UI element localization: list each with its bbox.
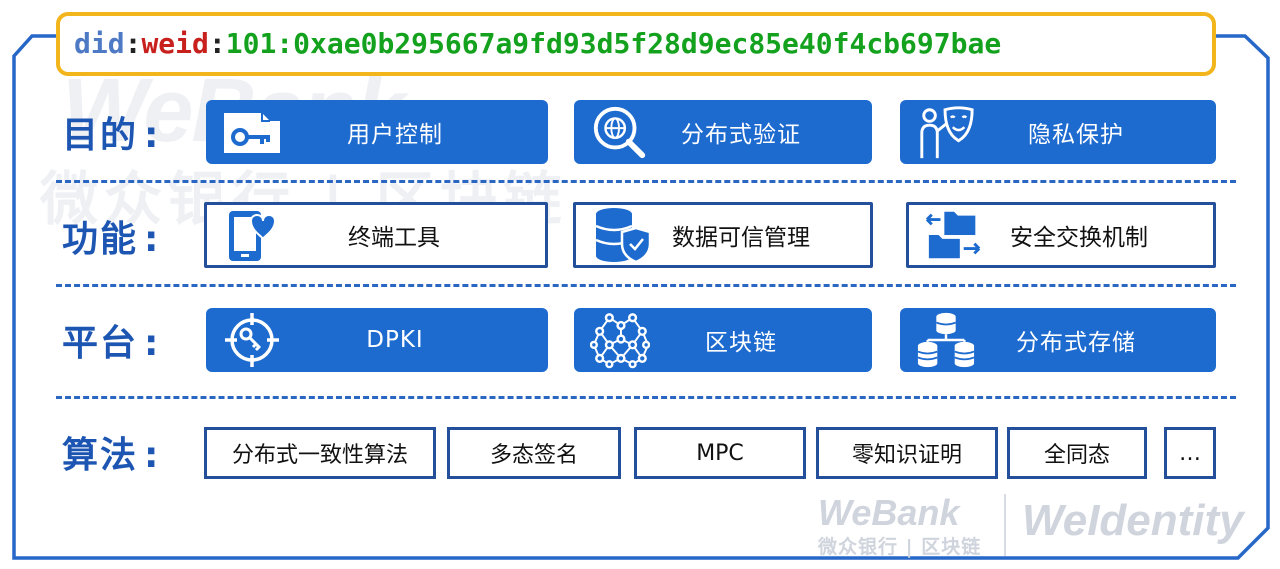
platform-dpki: DPKI	[206, 308, 548, 372]
purpose-user-control: 用户控制	[206, 100, 548, 164]
database-shield-icon	[592, 208, 652, 264]
row-label-platform: 平台:	[62, 323, 161, 364]
did-identifier: 101:0xae0b295667a9fd93d5f28d9ec85e40f4cb…	[225, 27, 1002, 60]
mask-person-icon	[916, 106, 976, 159]
function-terminal-tools: 终端工具	[204, 202, 548, 268]
algorithm-polymorphic-signature: 多态签名	[447, 427, 621, 479]
row-separator	[56, 396, 1236, 399]
function-item-label: 安全交换机制	[1010, 225, 1148, 251]
purpose-item-label: 用户控制	[347, 122, 443, 148]
algorithm-mpc: MPC	[634, 427, 806, 479]
did-method: weid	[141, 27, 209, 60]
did-scheme: did	[74, 27, 125, 60]
phone-heart-icon	[223, 210, 283, 261]
target-key-icon	[222, 313, 282, 367]
folder-exchange-icon	[925, 210, 985, 260]
row-separator	[56, 180, 1236, 183]
did-separator: :	[124, 27, 142, 60]
platform-distributed-storage: 分布式存储	[900, 308, 1216, 372]
purpose-privacy-protection: 隐私保护	[900, 100, 1216, 164]
database-tree-icon	[916, 312, 976, 368]
purpose-distributed-verification: 分布式验证	[574, 100, 872, 164]
algorithm-fully-homomorphic: 全同态	[1007, 427, 1147, 479]
did-header: did:weid:101:0xae0b295667a9fd93d5f28d9ec…	[56, 12, 1216, 76]
row-label-function: 功能:	[62, 219, 161, 260]
purpose-item-label: 分布式验证	[681, 122, 801, 148]
platform-item-label: 分布式存储	[1016, 330, 1136, 356]
algorithm-more: …	[1164, 427, 1216, 479]
network-nodes-icon	[590, 313, 650, 369]
platform-item-label: DPKI	[366, 327, 424, 353]
purpose-item-label: 隐私保护	[1028, 122, 1124, 148]
did-separator: :	[208, 27, 226, 60]
watermark-footer-separator	[1004, 494, 1006, 556]
function-secure-exchange: 安全交换机制	[906, 202, 1216, 268]
row-label-purpose: 目的:	[62, 115, 161, 156]
function-item-label: 终端工具	[348, 225, 440, 251]
key-card-icon	[222, 107, 282, 157]
magnifier-globe-icon	[590, 106, 650, 159]
function-item-label: 数据可信管理	[672, 225, 810, 251]
row-separator	[56, 284, 1236, 287]
function-trusted-data-management: 数据可信管理	[573, 202, 873, 268]
algorithm-zero-knowledge-proof: 零知识证明	[816, 427, 998, 479]
platform-item-label: 区块链	[705, 330, 777, 356]
row-label-algorithm: 算法:	[62, 435, 161, 476]
algorithm-distributed-consensus: 分布式一致性算法	[204, 427, 436, 479]
platform-blockchain: 区块链	[574, 308, 872, 372]
